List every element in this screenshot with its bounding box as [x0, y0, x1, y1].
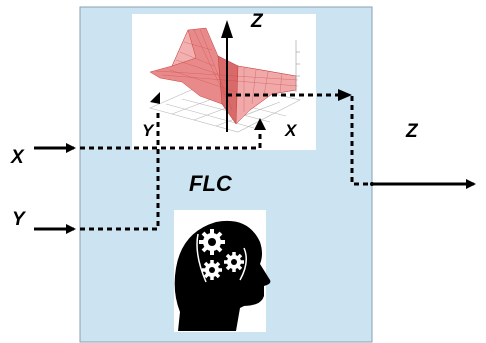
- input-x-connector: [34, 118, 266, 153]
- plot-axis-z-label: Z: [250, 11, 264, 32]
- input-y-label: Y: [12, 209, 27, 230]
- surface-plot-icon: [132, 14, 316, 150]
- plot-axis-y-label: Y: [142, 121, 155, 140]
- output-z-label: Z: [405, 121, 419, 142]
- input-x-label: X: [10, 147, 25, 168]
- head-gears-icon: [174, 210, 271, 332]
- input-y-connector: [34, 92, 160, 234]
- output-z-connector: [227, 89, 476, 189]
- flc-title: FLC: [189, 171, 233, 196]
- plot-axis-x-label: X: [284, 121, 298, 140]
